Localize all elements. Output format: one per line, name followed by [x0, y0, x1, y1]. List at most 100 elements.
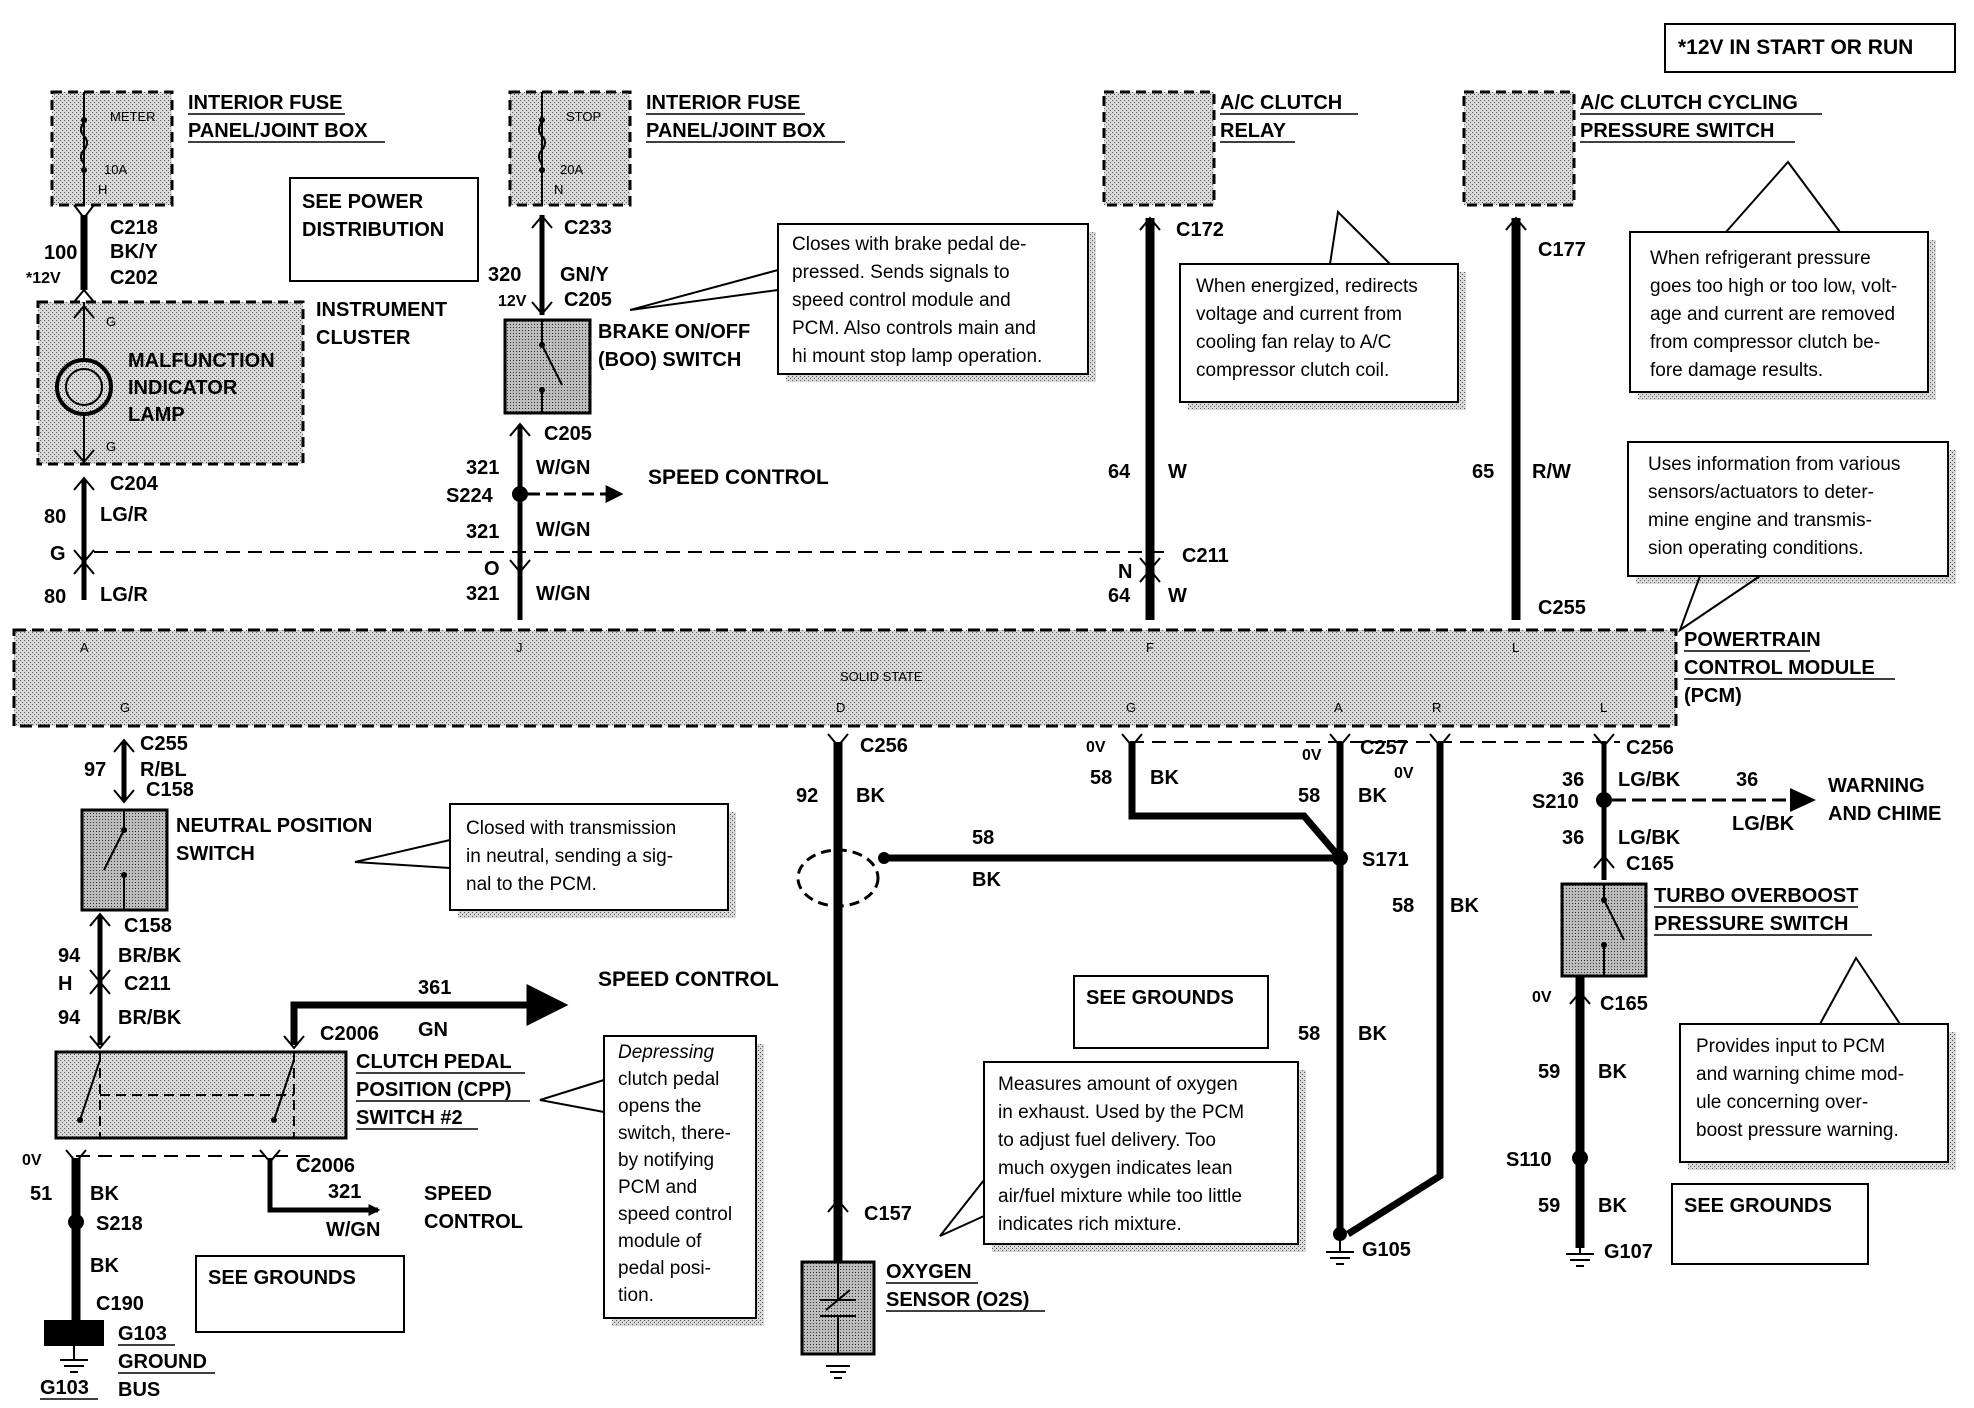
diagram-label: C211: [1182, 545, 1229, 567]
diagram-label: S210: [1532, 791, 1579, 813]
diagram-label: PANEL/JOINT BOX: [646, 120, 826, 142]
diagram-label: J: [516, 640, 523, 655]
diagram-label: Closes with brake pedal de-: [792, 234, 1026, 255]
interior-fuse-panel-2: STOP 20A N: [508, 90, 632, 207]
diagram-label: C157: [864, 1203, 912, 1225]
diagram-label: BR/BK: [118, 945, 182, 967]
diagram-label: 97: [84, 759, 106, 781]
shielded-cable: [796, 848, 880, 908]
diagram-label: 321: [328, 1181, 361, 1203]
diagram-label: LG/R: [100, 504, 148, 526]
diagram-label: 58: [1298, 1023, 1320, 1045]
diagram-label: 12V: [498, 293, 527, 310]
diagram-label: C165: [1600, 993, 1648, 1015]
diagram-label: C190: [96, 1293, 144, 1315]
diagram-label: A: [1334, 700, 1343, 715]
diagram-label: SEE GROUNDS: [1086, 987, 1234, 1009]
diagram-label: CONTROL: [424, 1211, 523, 1233]
diagram-label: module of: [618, 1231, 702, 1252]
diagram-label: tion.: [618, 1285, 654, 1306]
diagram-label: H: [98, 182, 107, 197]
diagram-label: C2006: [320, 1023, 379, 1045]
diagram-label: G: [106, 439, 116, 454]
o2s-note: Measures amount of oxygen in exhaust. Us…: [939, 1061, 1306, 1252]
diagram-label: 80: [44, 586, 66, 608]
diagram-label: G: [120, 700, 130, 715]
diagram-label: WARNING: [1828, 775, 1925, 797]
relay-note: When energized, redirects voltage and cu…: [1179, 209, 1466, 410]
diagram-label: 80: [44, 506, 66, 528]
diagram-label: 0V: [1394, 765, 1414, 782]
diagram-label: G: [50, 543, 66, 565]
diagram-label: from compressor clutch be-: [1650, 332, 1880, 353]
diagram-label: POWERTRAIN: [1684, 629, 1821, 651]
diagram-label: TURBO OVERBOOST: [1654, 885, 1858, 907]
diagram-label: L: [1512, 640, 1519, 655]
diagram-label: BK: [1358, 1023, 1387, 1045]
pcm-note: Uses information from various sensors/ac…: [1627, 441, 1956, 633]
diagram-label: BK/Y: [110, 241, 158, 263]
diagram-label: SWITCH #2: [356, 1107, 463, 1129]
diagram-label: GROUND: [118, 1351, 207, 1373]
diagram-label: sensors/actuators to deter-: [1648, 482, 1874, 503]
diagram-label: Depressing: [618, 1042, 715, 1063]
diagram-label: OXYGEN: [886, 1261, 972, 1283]
diagram-label: PRESSURE SWITCH: [1580, 120, 1774, 142]
diagram-label: age and current are removed: [1650, 304, 1895, 325]
diagram-label: W/GN: [536, 583, 590, 605]
diagram-label: C255: [1538, 597, 1586, 619]
diagram-label: boost pressure warning.: [1696, 1120, 1899, 1141]
diagram-label: 64: [1108, 585, 1131, 607]
diagram-label: 0V: [1302, 747, 1322, 764]
diagram-label: C204: [110, 473, 159, 495]
diagram-label: RELAY: [1220, 120, 1287, 142]
diagram-label: 64: [1108, 461, 1131, 483]
diagram-label: pedal posi-: [618, 1258, 711, 1279]
ac-clutch-cycling-pressure-switch: [1462, 90, 1576, 207]
diagram-label: DISTRIBUTION: [302, 219, 444, 241]
diagram-label: 51: [30, 1183, 52, 1205]
diagram-label: clutch pedal: [618, 1069, 719, 1090]
diagram-label: LG/BK: [1618, 827, 1681, 849]
diagram-label: SWITCH: [176, 843, 255, 865]
diagram-label: N: [1118, 561, 1132, 583]
diagram-label: pressed. Sends signals to: [792, 262, 1010, 283]
diagram-label: AND CHIME: [1828, 803, 1941, 825]
diagram-label: 321: [466, 457, 499, 479]
diagram-label: F: [1146, 640, 1154, 655]
diagram-label: SEE GROUNDS: [208, 1267, 356, 1289]
diagram-label: N: [554, 182, 563, 197]
diagram-label: G103: [118, 1323, 167, 1345]
diagram-label: W: [1168, 585, 1187, 607]
diagram-label: 0V: [1532, 989, 1552, 1006]
diagram-label: much oxygen indicates lean: [998, 1158, 1232, 1179]
neutral-position-switch: [80, 808, 169, 912]
diagram-label: 36: [1562, 769, 1584, 791]
diagram-label: 10A: [104, 162, 127, 177]
interior-fuse-panel-1: METER 10A H: [50, 90, 174, 207]
diagram-label: C165: [1626, 853, 1674, 875]
diagram-label: PCM and: [618, 1177, 697, 1198]
diagram-label: LG/R: [100, 584, 148, 606]
diagram-label: and warning chime mod-: [1696, 1064, 1904, 1085]
diagram-label: SOLID STATE: [840, 669, 923, 684]
diagram-label: goes too high or too low, volt-: [1650, 276, 1897, 297]
diagram-label: LG/BK: [1618, 769, 1681, 791]
diagram-label: BR/BK: [118, 1007, 182, 1029]
diagram-label: C233: [564, 217, 612, 239]
diagram-label: speed control: [618, 1204, 732, 1225]
diagram-label: switch, there-: [618, 1123, 731, 1144]
diagram-label: S171: [1362, 849, 1409, 871]
diagram-label: C255: [140, 733, 188, 755]
diagram-label: 59: [1538, 1061, 1560, 1083]
diagram-label: BK: [1150, 767, 1179, 789]
diagram-label: PRESSURE SWITCH: [1654, 913, 1848, 935]
diagram-label: speed control module and: [792, 290, 1011, 311]
diagram-label: Uses information from various: [1648, 454, 1900, 475]
diagram-label: C2006: [296, 1155, 355, 1177]
see-grounds-1: SEE GROUNDS: [195, 1255, 405, 1333]
diagram-label: C158: [124, 915, 172, 937]
diagram-label: Measures amount of oxygen: [998, 1074, 1238, 1095]
diagram-label: hi mount stop lamp operation.: [792, 346, 1042, 367]
